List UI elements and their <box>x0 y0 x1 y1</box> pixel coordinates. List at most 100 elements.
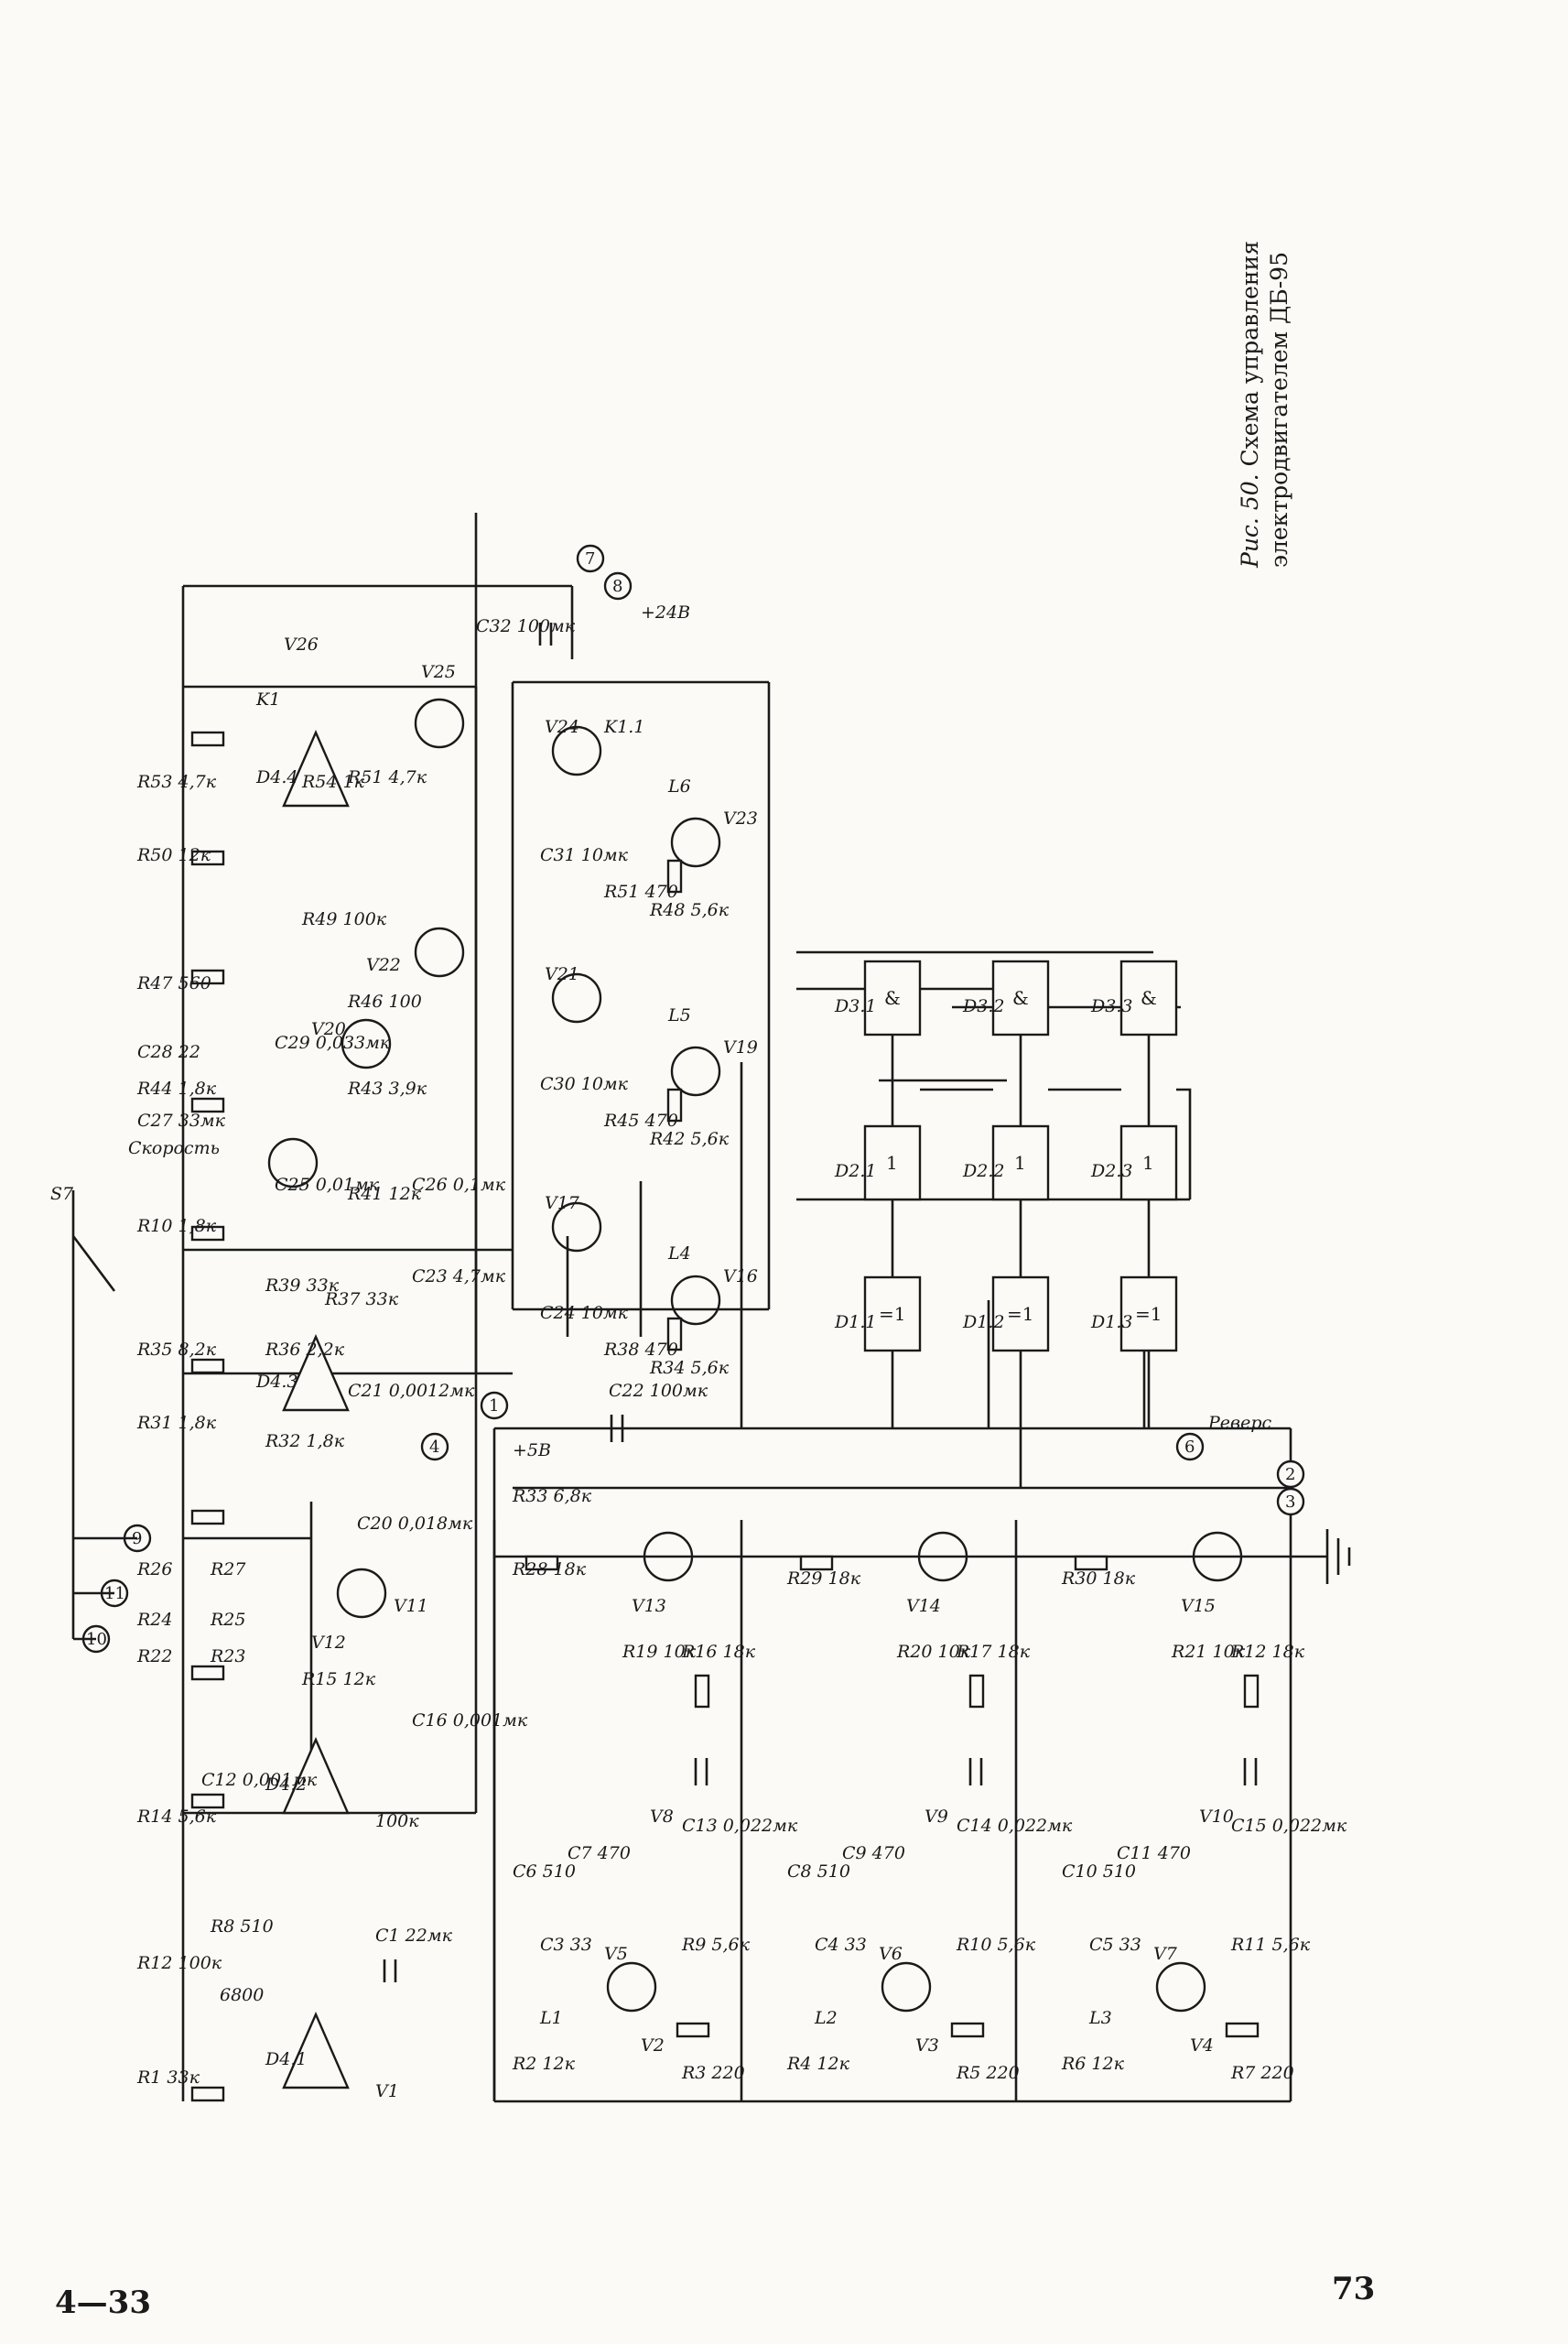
svg-text:R21 10к: R21 10к <box>1171 1642 1246 1662</box>
transistor-v6 <box>881 1961 932 2013</box>
d2-3-label: D2.3 <box>1090 1161 1132 1181</box>
pin-2 <box>1276 1460 1305 1489</box>
caption-line-1: Схема управления <box>1237 241 1263 467</box>
svg-text:R6 12к: R6 12к <box>1061 2054 1125 2074</box>
svg-text:V20: V20 <box>311 1019 346 1039</box>
svg-text:C27 33мк: C27 33мк <box>137 1111 226 1131</box>
transistor-v17 <box>551 1201 602 1253</box>
svg-text:L3: L3 <box>1088 2008 1112 2028</box>
d1-2-symbol: =1 <box>1007 1303 1033 1325</box>
svg-text:V2: V2 <box>641 2035 665 2056</box>
svg-text:C15 0,022мк: C15 0,022мк <box>1231 1816 1347 1836</box>
svg-text:R45 470: R45 470 <box>603 1111 678 1131</box>
svg-text:C11 470: C11 470 <box>1117 1843 1191 1863</box>
svg-text:R28 18к: R28 18к <box>512 1559 587 1579</box>
svg-text:R54 1к: R54 1к <box>301 772 365 792</box>
transistor-v20 <box>341 1018 392 1069</box>
transistor-v5 <box>606 1961 657 2013</box>
svg-text:C16 0,001мк: C16 0,001мк <box>412 1710 528 1731</box>
svg-text:R16 18к: R16 18к <box>681 1642 756 1662</box>
svg-text:C23 4,7мк: C23 4,7мк <box>412 1266 506 1286</box>
svg-text:7: 7 <box>585 549 595 569</box>
gate-d3-3 <box>1119 960 1178 1036</box>
svg-text:6800: 6800 <box>220 1985 264 2005</box>
svg-text:C24 10мк: C24 10мк <box>540 1303 629 1323</box>
gate-d1-3 <box>1119 1275 1178 1352</box>
svg-text:R5 220: R5 220 <box>956 2063 1020 2083</box>
svg-text:3: 3 <box>1285 1492 1295 1512</box>
svg-text:11: 11 <box>104 1584 125 1603</box>
svg-text:R35 8,2к: R35 8,2к <box>136 1340 217 1360</box>
svg-text:R27: R27 <box>210 1559 246 1579</box>
terminal-pins: 1 2 3 4 6 7 8 9 10 11 <box>81 544 1305 1654</box>
svg-text:R49 100к: R49 100к <box>301 909 387 929</box>
svg-text:C32 100мк: C32 100мк <box>476 616 576 636</box>
transistor-v16 <box>670 1275 721 1326</box>
svg-text:R39 33к: R39 33к <box>265 1275 340 1296</box>
d3-1-label: D3.1 <box>834 996 876 1016</box>
svg-text:R51 4,7к: R51 4,7к <box>347 767 427 787</box>
pin-8 <box>603 571 633 601</box>
svg-text:R25: R25 <box>210 1610 245 1630</box>
svg-text:R38 470: R38 470 <box>603 1340 678 1360</box>
svg-text:V23: V23 <box>723 808 758 829</box>
opamp-d4-4-label: D4.4 <box>255 767 297 787</box>
speed-switch: S7 Скорость <box>50 1138 220 1641</box>
speed-label: Скорость <box>128 1138 220 1158</box>
svg-text:C4 33: C4 33 <box>815 1935 867 1955</box>
opamp-d4-3 <box>282 1334 350 1412</box>
pin-6 <box>1175 1432 1205 1461</box>
pin-3 <box>1276 1487 1305 1516</box>
svg-text:R9 5,6к: R9 5,6к <box>681 1935 751 1955</box>
pin-1 <box>480 1391 509 1420</box>
svg-text:R29 18к: R29 18к <box>786 1568 861 1589</box>
d3-2-symbol: & <box>1012 987 1029 1009</box>
svg-text:L2: L2 <box>814 2008 838 2028</box>
svg-text:6: 6 <box>1184 1438 1195 1457</box>
svg-text:C29 0,033мк: C29 0,033мк <box>275 1033 391 1053</box>
d3-3-label: D3.3 <box>1090 996 1132 1016</box>
svg-text:R23: R23 <box>210 1646 245 1666</box>
svg-text:V21: V21 <box>545 964 579 984</box>
top-row-labels: R1 33к R12 100к R8 510 R14 5,6к R15 12к … <box>136 616 576 2101</box>
svg-text:V24: V24 <box>545 717 579 737</box>
transistor-v7 <box>1155 1961 1206 2013</box>
svg-text:R43 3,9к: R43 3,9к <box>347 1079 427 1099</box>
page-code: 4—33 <box>55 2284 151 2321</box>
svg-text:8: 8 <box>612 577 622 596</box>
pin-4 <box>420 1432 449 1461</box>
svg-text:R53 4,7к: R53 4,7к <box>136 772 217 792</box>
svg-text:2: 2 <box>1285 1465 1295 1484</box>
svg-text:R46 100: R46 100 <box>347 992 422 1012</box>
svg-text:R10 5,6к: R10 5,6к <box>956 1935 1036 1955</box>
d3-3-symbol: & <box>1141 987 1157 1009</box>
svg-text:V4: V4 <box>1190 2035 1214 2056</box>
svg-text:C21 0,0012мк: C21 0,0012мк <box>348 1381 475 1401</box>
svg-text:R33 6,8к: R33 6,8к <box>512 1486 592 1506</box>
wiring <box>181 513 1351 2103</box>
svg-text:R22: R22 <box>136 1646 172 1666</box>
svg-text:R3 220: R3 220 <box>681 2063 745 2083</box>
svg-text:K1.1: K1.1 <box>603 717 644 737</box>
svg-text:R15 12к: R15 12к <box>301 1669 376 1689</box>
transistor-v22 <box>414 927 465 978</box>
svg-text:R37 33к: R37 33к <box>324 1289 399 1309</box>
d2-3-symbol: 1 <box>1142 1152 1154 1174</box>
svg-text:R4 12к: R4 12к <box>786 2054 850 2074</box>
opamps: D4.1 D4.2 D4.3 D4.4 <box>255 730 350 2089</box>
svg-text:10: 10 <box>86 1630 107 1649</box>
d1-1-symbol: =1 <box>879 1303 905 1325</box>
svg-text:R19 10к: R19 10к <box>622 1642 697 1662</box>
transistor-v12 <box>336 1568 387 1619</box>
svg-text:R2 12к: R2 12к <box>512 2054 576 2074</box>
svg-text:C3 33: C3 33 <box>540 1935 592 1955</box>
svg-text:R24: R24 <box>136 1610 172 1630</box>
transistors <box>267 698 1243 2013</box>
d2-1-symbol: 1 <box>886 1152 898 1174</box>
gate-d3-1 <box>863 960 922 1036</box>
d2-2-symbol: 1 <box>1014 1152 1026 1174</box>
svg-text:L5: L5 <box>667 1005 691 1026</box>
transistor-v-pair <box>267 1137 319 1188</box>
svg-text:C28 22: C28 22 <box>137 1042 200 1062</box>
